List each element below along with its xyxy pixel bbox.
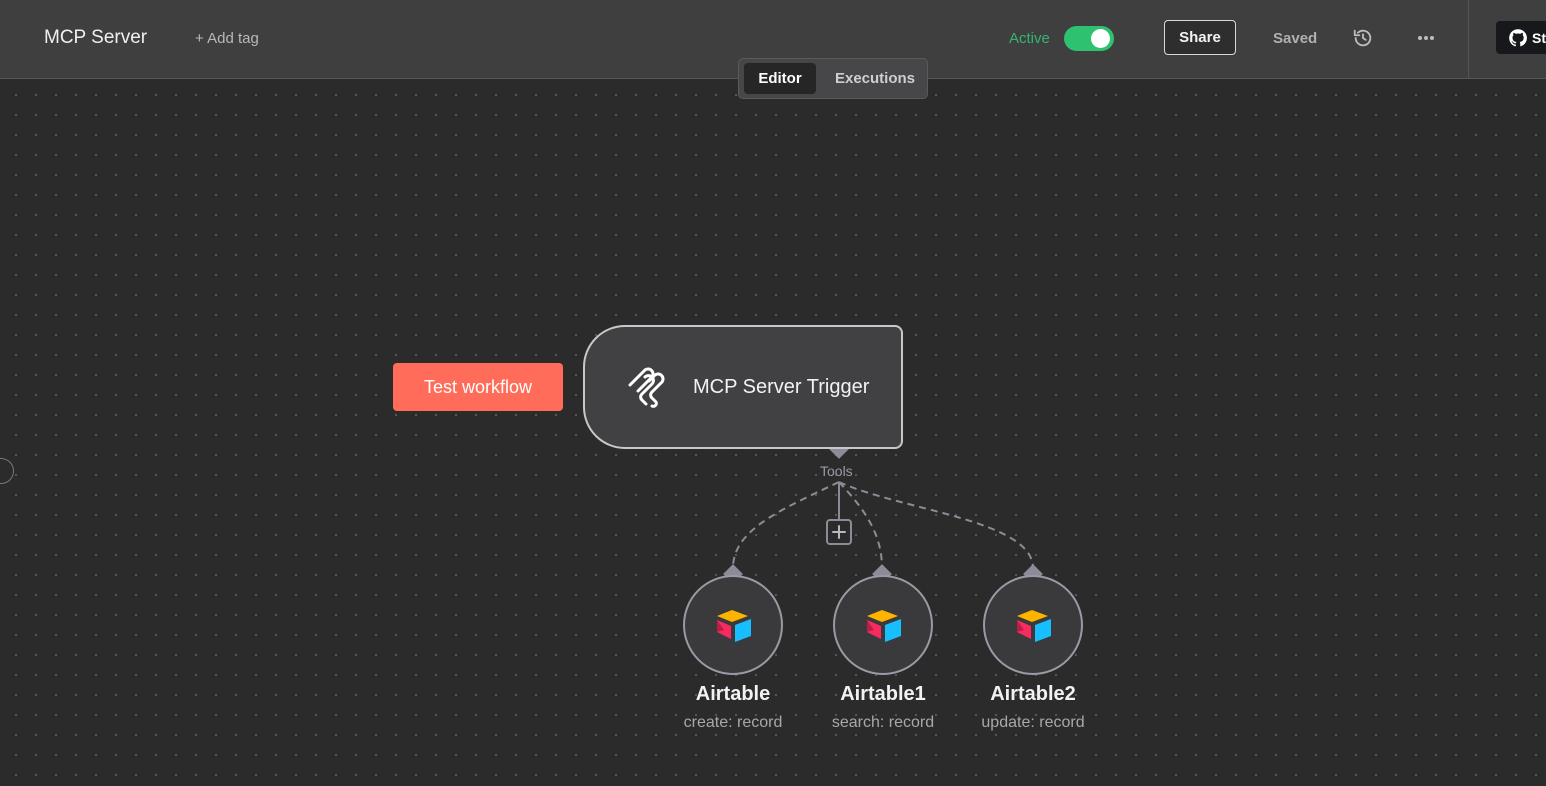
tab-editor[interactable]: Editor [744,63,816,94]
airtable1-node-subtitle: search: record [831,714,935,731]
more-options-icon[interactable] [1413,28,1439,48]
airtable1-node-title: Airtable1 [840,683,926,705]
test-workflow-button[interactable]: Test workflow [393,363,563,411]
mcp-server-trigger-node[interactable]: MCP Server Trigger [583,325,903,449]
airtable-icon [867,610,901,642]
github-label: St [1532,29,1546,46]
active-label: Active [1009,30,1050,47]
history-icon[interactable] [1352,27,1374,49]
airtable-node-title: Airtable [695,683,771,705]
share-button[interactable]: Share [1164,20,1236,55]
add-tag-button[interactable]: + Add tag [195,30,259,47]
active-toggle[interactable] [1064,26,1114,51]
airtable-node[interactable] [683,575,783,675]
mcp-icon [628,367,665,408]
toolbar-divider [1468,0,1469,78]
tools-connector-label: Tools [820,463,853,479]
airtable-icon [717,610,751,642]
plus-icon [832,525,846,539]
airtable2-node-title: Airtable2 [990,683,1076,705]
github-star-button[interactable]: St [1496,21,1546,54]
workflow-title[interactable]: MCP Server [44,27,148,48]
tab-executions[interactable]: Executions [834,70,916,87]
saved-status: Saved [1273,30,1318,47]
airtable-icon [1017,610,1051,642]
toggle-knob [1091,29,1110,48]
airtable2-node-subtitle: update: record [981,714,1085,731]
airtable-node-subtitle: create: record [683,714,783,731]
airtable1-node[interactable] [833,575,933,675]
airtable2-node[interactable] [983,575,1083,675]
github-icon [1509,28,1527,46]
trigger-title: MCP Server Trigger [693,376,870,398]
editor-tabs: Editor Executions [738,58,928,99]
add-tool-button[interactable] [826,519,852,545]
